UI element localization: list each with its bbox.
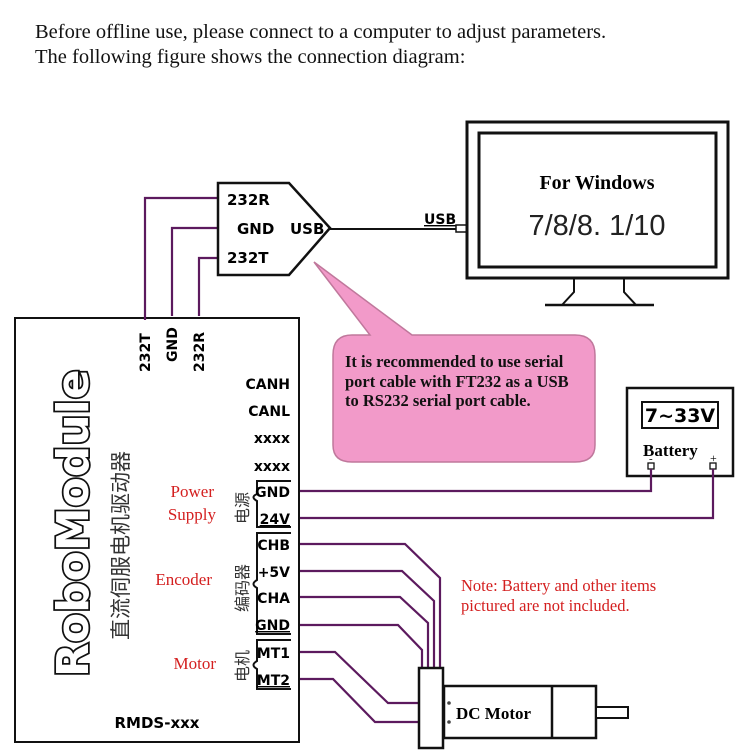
brand-logo: RoboModule <box>48 369 99 677</box>
encoder-group: CHB +5V CHA GND 编码器 Encoder <box>155 532 291 635</box>
monitor-versions: 7/8/8. 1/10 <box>528 210 665 242</box>
motor-body <box>442 684 598 740</box>
battery-terminal-minus <box>647 462 655 470</box>
pin-xxxx-1: xxxx <box>254 431 290 447</box>
wire-enc-gnd <box>296 623 424 668</box>
wire-power-gnd <box>296 469 653 493</box>
driver-body <box>14 317 300 743</box>
monitor-stand-right <box>623 278 637 306</box>
usb-cable-label: USB <box>424 212 456 228</box>
pin-power-24v: 24V <box>260 512 290 528</box>
wire-gnd <box>170 226 218 316</box>
encoder-label-cn: 编码器 <box>233 564 252 612</box>
adapter-port-usb: USB <box>290 220 324 238</box>
callout-shape <box>313 261 596 463</box>
note-line-1: Note: Battery and other items <box>461 576 657 595</box>
power-label-cn: 电源 <box>233 492 252 524</box>
wire-232r <box>143 196 218 316</box>
driver-pin-232t: 232T <box>138 333 154 372</box>
motor-terminal-1 <box>447 701 451 705</box>
motor-group: MT1 MT2 电机 Motor <box>174 639 291 690</box>
monitor-stand-left <box>561 278 575 306</box>
wire-power-24v <box>296 469 715 520</box>
power-label-en-1: Power <box>171 482 215 501</box>
wire-5v <box>296 569 436 668</box>
power-label-en-2: Supply <box>168 505 217 524</box>
adapter-pin-232r: 232R <box>227 191 270 209</box>
adapter-pin-232t: 232T <box>227 249 269 267</box>
pin-mt2: MT2 <box>257 673 290 689</box>
serial-wires <box>143 196 218 316</box>
encoder-bracket <box>252 532 291 635</box>
pin-xxxx-2: xxxx <box>254 459 290 475</box>
battery-terminal-plus <box>709 462 717 470</box>
pin-mt1: MT1 <box>257 646 290 662</box>
battery: 7~33V Battery - + <box>625 386 735 478</box>
battery-minus: - <box>649 453 653 465</box>
battery-voltage: 7~33V <box>645 405 716 427</box>
motor-label-en: Motor <box>174 654 217 673</box>
note-text: Note: Battery and other items pictured a… <box>461 576 656 616</box>
motor-label-cn: 电机 <box>233 650 252 682</box>
wire-cha <box>296 595 430 668</box>
pin-canl: CANL <box>248 404 290 420</box>
driver-board: 232T GND 232R RoboModule 直流伺服电机驱动器 CANH … <box>14 316 300 743</box>
wire-232t <box>197 256 218 316</box>
wire-chb <box>296 542 442 668</box>
note-line-2: pictured are not included. <box>461 596 630 615</box>
intro-line-1: Before offline use, please connect to a … <box>35 21 607 43</box>
driver-subtitle-cn: 直流伺服电机驱动器 <box>109 451 133 640</box>
callout-bubble <box>313 261 596 463</box>
callout-text: It is recommended to use serial port cab… <box>345 352 569 410</box>
usb-serial-adapter: 232R GND 232T USB <box>216 181 332 277</box>
pin-canh: CANH <box>245 377 290 393</box>
battery-label: Battery <box>643 441 698 460</box>
motor-bracket <box>252 639 291 690</box>
battery-plus: + <box>710 451 717 465</box>
adapter-pin-gnd: GND <box>237 220 274 238</box>
driver-pin-232r: 232R <box>192 332 208 372</box>
driver-pin-gnd: GND <box>165 327 181 362</box>
encoder-label-en: Encoder <box>155 570 212 589</box>
wire-mt2 <box>296 677 448 724</box>
intro-line-2: The following figure shows the connectio… <box>35 46 466 68</box>
pin-chb: CHB <box>257 538 290 554</box>
power-bracket <box>252 480 291 528</box>
motor-label: DC Motor <box>456 704 532 723</box>
pin-cha: CHA <box>257 591 290 607</box>
pin-power-gnd: GND <box>255 485 290 501</box>
power-supply-group: GND 24V 电源 Power Supply <box>168 480 291 528</box>
computer-monitor-icon: For Windows 7/8/8. 1/10 <box>465 120 730 307</box>
motor-encoder-housing <box>417 666 445 750</box>
intro-text: Before offline use, please connect to a … <box>35 20 606 70</box>
adapter-body <box>216 181 332 277</box>
pin-5v: +5V <box>258 565 290 581</box>
monitor-screen <box>477 131 718 269</box>
dc-motor: DC Motor <box>417 666 629 750</box>
battery-voltage-box <box>641 401 719 429</box>
motor-shaft <box>595 706 629 719</box>
motor-terminal-2 <box>447 720 451 724</box>
pin-enc-gnd: GND <box>255 618 290 634</box>
monitor-title: For Windows <box>539 172 654 194</box>
driver-model: RMDS-xxx <box>115 714 200 732</box>
